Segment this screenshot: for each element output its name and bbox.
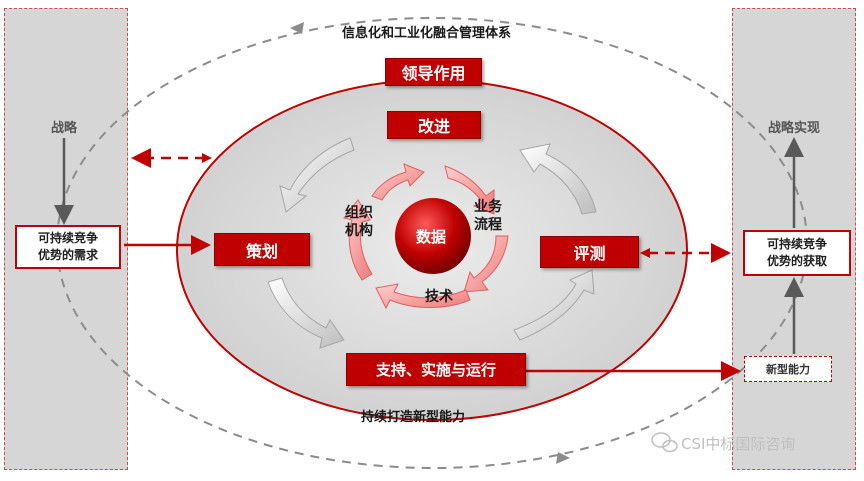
cycle-arrow-plan-to-support [267, 277, 345, 349]
plan-box: 策划 [214, 233, 310, 266]
cycle-arrow-evaluate-to-improve [519, 143, 597, 215]
outer-arrow-head-bottom [556, 452, 570, 464]
tech-label: 技术 [425, 289, 453, 305]
improve-box: 改进 [387, 111, 481, 139]
wechat-icon [651, 432, 678, 453]
evaluate-box: 评测 [540, 236, 639, 268]
inner-arrow-right [463, 235, 509, 293]
cycle-arrow-improve-to-plan [279, 137, 355, 213]
gain-box: 可持续竞争 优势的获取 [743, 230, 851, 276]
need-box: 可持续竞争 优势的需求 [15, 225, 121, 269]
strategy-realize-label: 战略实现 [768, 121, 821, 136]
system-title: 信息化和工业化融合管理体系 [342, 26, 512, 41]
data-ball [395, 198, 471, 274]
leadership-box: 领导作用 [385, 58, 482, 86]
support-box: 支持、实施与运行 [346, 353, 526, 386]
dashed-arrow-left-head2 [202, 153, 212, 163]
inner-arrow-bottom [375, 283, 471, 310]
strategy-label: 战略 [51, 121, 78, 136]
watermark: CSI中标国际咨询 [681, 435, 796, 453]
cycle-arrow-support-to-evaluate [513, 269, 595, 341]
inner-arrow-left [343, 199, 373, 281]
bottom-label: 持续打造新型能力 [361, 410, 466, 425]
inner-arrow-top [444, 165, 495, 215]
outer-arrow-head-top [290, 22, 304, 34]
capability-box: 新型能力 [744, 356, 832, 382]
business-label: 业务 流程 [474, 199, 502, 233]
data-label: 数据 [416, 228, 447, 246]
inner-arrow-top-left [371, 163, 425, 201]
org-label: 组织 机构 [345, 205, 373, 239]
dashed-arrow-right-head2 [640, 248, 650, 258]
